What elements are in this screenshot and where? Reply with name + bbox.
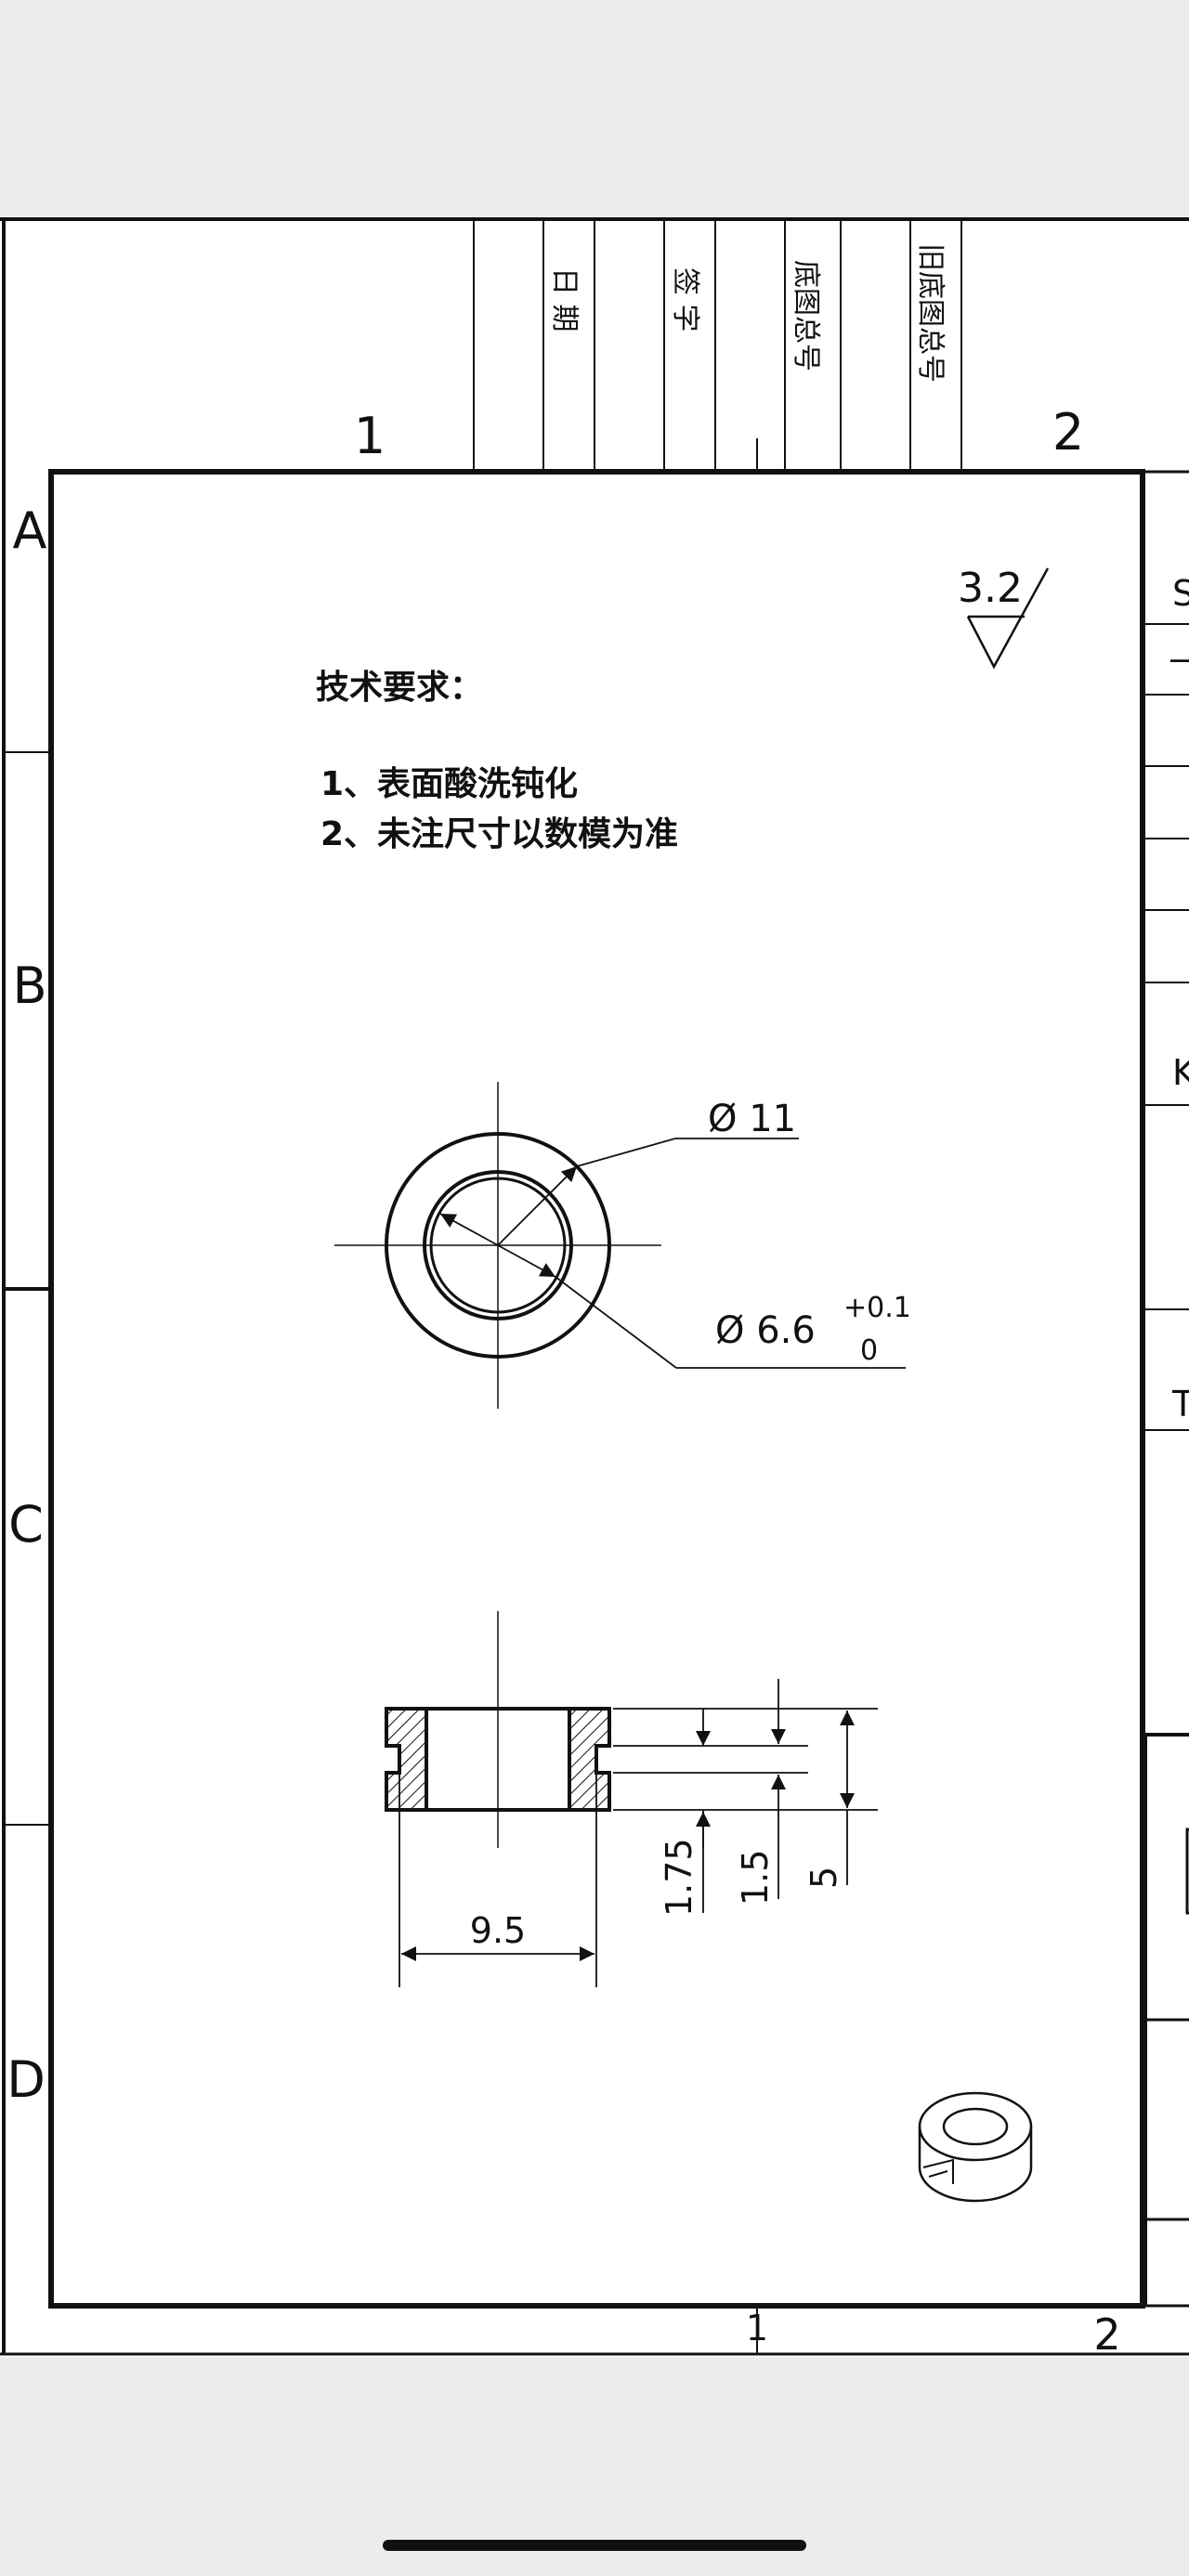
row-label-b: B	[12, 956, 46, 1015]
groove-depth-dimension: 1.75	[659, 1838, 699, 1917]
inner-tolerance-upper: +0.1	[843, 1292, 911, 1324]
title-block-partial	[1143, 623, 1189, 2306]
row-zone-dividers	[4, 751, 51, 1826]
groove-diameter-dimension: 9.5	[470, 1910, 526, 1951]
section-view	[385, 1611, 611, 1848]
drawing-frame	[48, 469, 1145, 2309]
groove-width-dimension: 1.5	[735, 1850, 776, 1906]
roughness-value: 3.2	[958, 565, 1023, 612]
home-indicator[interactable]	[383, 2540, 806, 2551]
column-label-1: 1	[354, 407, 385, 465]
column-label-2: 2	[1052, 403, 1084, 462]
row-label-d: D	[7, 2050, 46, 2109]
outer-circle	[385, 1132, 611, 1359]
old-base-drawing-number-label: 旧底图总号	[914, 243, 947, 383]
outer-diameter-dimension: Ø 11	[708, 1098, 796, 1140]
row-label-c: C	[8, 1495, 44, 1554]
inner-tolerance-lower: 0	[860, 1334, 878, 1367]
title-block-text-3: K	[1172, 1052, 1189, 1093]
title-block-text-1: S	[1172, 573, 1189, 614]
title-block-text-4: T	[1171, 1384, 1189, 1425]
bottom-column-label-1: 1	[746, 2308, 768, 2348]
drawing-sheet	[0, 216, 1189, 2357]
isometric-view	[918, 2091, 1033, 2203]
signature-label: 签 字	[669, 267, 701, 332]
row-label-a: A	[13, 501, 47, 560]
bottom-column-label-2: 2	[1093, 2309, 1120, 2360]
base-drawing-number-label: 底图总号	[790, 260, 822, 371]
inner-diameter-dimension: Ø 6.6	[715, 1309, 816, 1352]
left-section-wall	[385, 1707, 428, 1812]
tech-requirements-title: 技术要求：	[316, 669, 483, 707]
title-block-text-2: —	[1169, 638, 1189, 679]
surface-roughness-symbol: 3.2	[958, 565, 1050, 670]
groove-circle	[423, 1170, 573, 1321]
date-label: 日 期	[548, 267, 581, 332]
tech-requirement-1: 1、表面酸洗钝化	[320, 765, 578, 803]
tech-requirement-2: 2、未注尺寸以数模为准	[320, 815, 678, 853]
thickness-dimension: 5	[804, 1867, 844, 1889]
section-dimensions	[399, 1679, 878, 1987]
top-view	[334, 1082, 906, 1409]
revision-block	[473, 219, 962, 472]
technical-requirements: 技术要求： 1、表面酸洗钝化 2、未注尺寸以数模为准	[316, 669, 678, 853]
bore-circle	[429, 1177, 567, 1314]
